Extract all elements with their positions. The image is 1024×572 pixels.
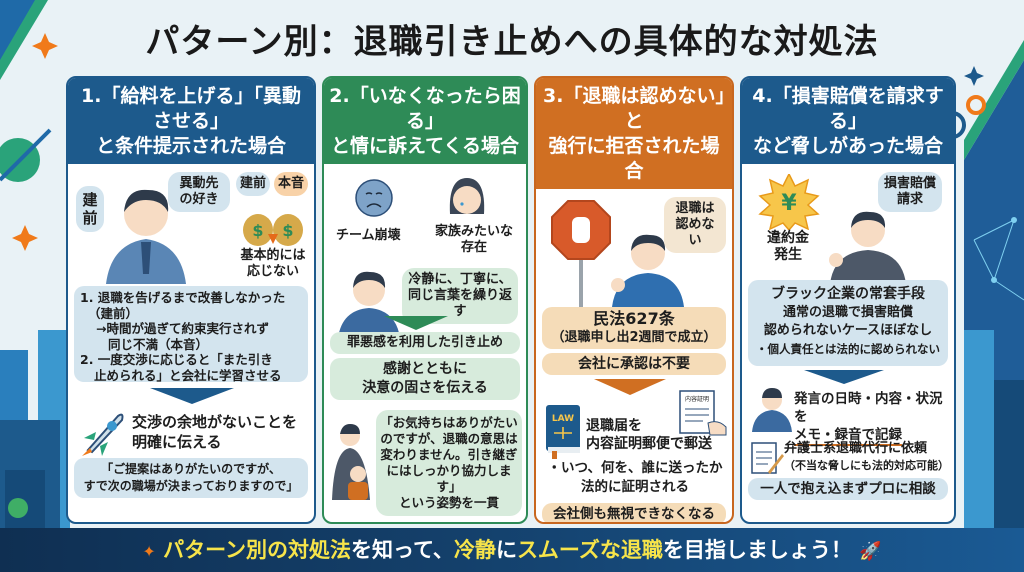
- employee-icon: [752, 388, 792, 432]
- pattern-card-3: 3.「退職は認めない」と 強行に拒否された場合 退職は認めない 民法627条 （…: [534, 76, 734, 524]
- lawyer-text: 弁護士系退職代行に依頼 （不当な脅しにも法的対応可能）: [784, 441, 949, 472]
- action-text: 交渉の余地がないことを明確に伝える: [132, 413, 298, 451]
- reasons-box: 1. 退職を告げるまで改善しなかった （建前） →時間が過ぎて約束実行されず 同…: [74, 286, 308, 383]
- right-background-decoration: [944, 40, 1024, 572]
- speech-bubble: 異動先の好き: [168, 172, 230, 212]
- action-text: 退職届を内容証明郵便で郵送: [586, 418, 712, 452]
- family-label: 家族みたいな存在: [434, 224, 513, 255]
- quote-box: 「ご提案はありがたいのですが、すで次の職場が決まっておりますので」: [74, 458, 308, 498]
- speech-bubble: 冷静に、丁寧に、同じ言葉を繰り返す: [402, 268, 518, 324]
- law-box: 民法627条 （退職申し出2週間で成立）: [542, 307, 726, 349]
- facts-box: ブラック企業の常套手段 通常の退職で損害賠償 認められないケースほぼなし ・個人…: [748, 280, 948, 366]
- svg-text:$: $: [252, 221, 263, 240]
- svg-text:$: $: [282, 221, 293, 240]
- pattern-card-1: 1.「給料を上げる」「異動させる」 と条件提示された場合 建前 異動先の好き 建…: [66, 76, 316, 524]
- money-bag-icon: $ $: [243, 214, 303, 246]
- speech-bubble: 退職は認めない: [664, 197, 726, 253]
- speech-bubble: 損害賠償請求: [878, 172, 942, 212]
- guilt-label: 罪悪感を利用した引き止め: [330, 332, 520, 354]
- svg-text:内容証明: 内容証明: [685, 395, 709, 403]
- businessman-illustration: [106, 189, 186, 284]
- rocket-icon: [82, 413, 124, 456]
- penalty-caption: 違約金発生: [767, 230, 809, 263]
- sparkle-icon: [12, 225, 38, 251]
- down-arrow-icon: [150, 388, 234, 404]
- honne-tag: 本音: [274, 172, 308, 196]
- down-arrow-icon: [804, 370, 884, 384]
- sad-face-icon: [355, 179, 393, 217]
- svg-text:LAW: LAW: [552, 414, 574, 424]
- footer-banner: ✦ パターン別の対処法を知って、冷静にスムーズな退職を目指しましょう！ 🚀: [0, 528, 1024, 572]
- stop-sign-icon: [551, 200, 611, 309]
- left-background-decoration: [0, 0, 70, 530]
- down-arrow-icon: [594, 379, 666, 395]
- angry-boss-illustration: [611, 234, 684, 307]
- tatemae-label: 建前: [76, 186, 104, 232]
- consult-box: 一人で抱え込まずプロに相談: [748, 478, 948, 500]
- pattern-card-1-header: 1.「給料を上げる」「異動させる」 と条件提示された場合: [68, 78, 314, 164]
- action-box: 感謝とともに決意の固さを伝える: [330, 358, 520, 400]
- law-book-icon: LAW: [546, 405, 580, 459]
- team-collapse-label: チーム崩壊: [336, 228, 401, 243]
- sparkle-icon: [32, 33, 58, 59]
- gear-icon: [966, 95, 986, 115]
- businessman-illustration: [338, 271, 400, 338]
- certified-letter-icon: 内容証明: [679, 390, 727, 436]
- yen-burst-icon: ¥: [758, 174, 820, 230]
- money-caption: 基本的には応じない: [240, 248, 306, 279]
- pattern-card-3-header: 3.「退職は認めない」と 強行に拒否された場合: [536, 78, 732, 189]
- svg-text:¥: ¥: [781, 191, 797, 216]
- tatemae-tag: 建前: [236, 172, 270, 196]
- threatening-boss-illustration: [829, 211, 906, 284]
- record-text: 発言の日時・内容・状況を メモ・録音で記録: [794, 390, 954, 446]
- no-approval-note: 会社に承認は不要: [542, 353, 726, 375]
- proof-text: ・いつ、何を、誰に送ったか法的に証明される: [547, 460, 723, 495]
- pattern-card-2-header: 2.「いなくなったら困る」 と情に訴えてくる場合: [324, 78, 526, 164]
- quote-bubble: 「お気持ちはありがたいのですが、退職の意思は変わりません。引き継ぎにはしっかり協…: [376, 410, 522, 516]
- sparkle-icon: ✦: [142, 542, 156, 561]
- notepad-pen-icon: [751, 442, 784, 474]
- father-child-illustration: [332, 424, 370, 500]
- page-title: パターン別：退職引き止めへの具体的な対処法: [145, 22, 879, 62]
- result-box: 会社側も無視できなくなる: [542, 503, 726, 522]
- sparkle-icon: [964, 66, 984, 86]
- crying-woman-icon: [449, 178, 485, 214]
- down-arrow-icon: [384, 316, 448, 330]
- pattern-card-2: 2.「いなくなったら困る」 と情に訴えてくる場合 チーム崩壊 家族みたいな存在 …: [322, 76, 528, 524]
- rocket-icon: 🚀: [859, 541, 882, 562]
- pattern-card-4: 4.「損害賠償を請求する」 など脅しがあった場合 ¥ 違約金発生 損害賠償請求 …: [740, 76, 956, 524]
- pattern-card-4-header: 4.「損害賠償を請求する」 など脅しがあった場合: [742, 78, 954, 164]
